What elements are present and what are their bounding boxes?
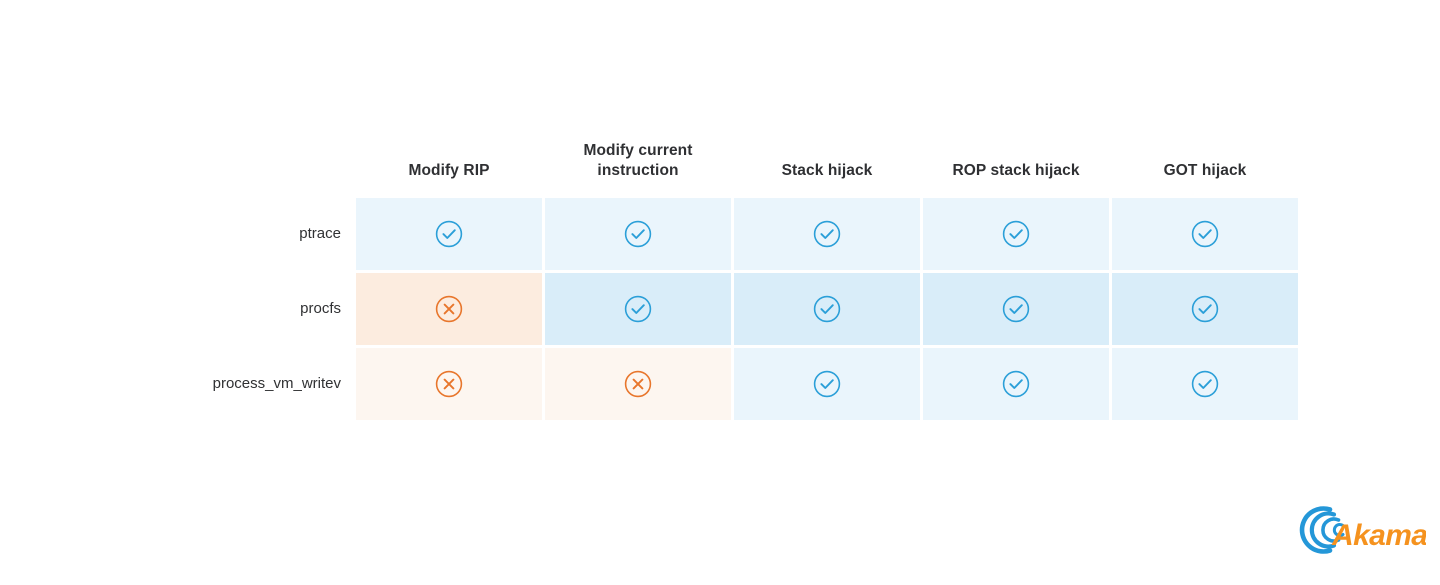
- matrix-cell: [545, 272, 731, 345]
- check-circle-icon: [812, 369, 842, 399]
- column-header-got-hijack: GOT hijack: [1163, 161, 1247, 179]
- matrix-cell: [356, 197, 542, 270]
- capability-matrix-table: Modify RIP Modify current instruction St…: [180, 138, 1301, 423]
- matrix-cell: [356, 347, 542, 420]
- matrix-cell: [734, 347, 920, 420]
- table-row: ptrace: [183, 197, 1298, 270]
- check-circle-icon: [1001, 219, 1031, 249]
- check-circle-icon: [1001, 294, 1031, 324]
- matrix-cell: [923, 347, 1109, 420]
- check-circle-icon: [434, 219, 464, 249]
- matrix-cell: [545, 347, 731, 420]
- row-header-process-vm-writev: process_vm_writev: [212, 375, 341, 393]
- matrix-cell: [545, 197, 731, 270]
- x-circle-icon: [623, 369, 653, 399]
- check-circle-icon: [623, 294, 653, 324]
- table-row: procfs: [183, 272, 1298, 345]
- row-header-procfs: procfs: [300, 300, 341, 318]
- table-corner-cell: [183, 141, 353, 195]
- table-header: Modify RIP Modify current instruction St…: [183, 141, 1298, 195]
- x-circle-icon: [434, 369, 464, 399]
- matrix-cell: [356, 272, 542, 345]
- akamai-swoosh-icon: [1299, 506, 1345, 554]
- column-header-stack-hijack: Stack hijack: [781, 161, 873, 179]
- check-circle-icon: [623, 219, 653, 249]
- matrix-cell: [734, 197, 920, 270]
- row-header-ptrace: ptrace: [299, 225, 341, 243]
- matrix-cell: [1112, 197, 1298, 270]
- check-circle-icon: [1190, 294, 1220, 324]
- header-row: Modify RIP Modify current instruction St…: [183, 141, 1298, 195]
- column-header-rop-stack-hijack: ROP stack hijack: [952, 161, 1080, 179]
- x-circle-icon: [434, 294, 464, 324]
- matrix-cell: [923, 272, 1109, 345]
- column-header-modify-rip: Modify RIP: [408, 161, 490, 179]
- matrix-cell: [1112, 272, 1298, 345]
- matrix-cell: [1112, 347, 1298, 420]
- check-circle-icon: [812, 219, 842, 249]
- table-body: ptrace procfs process_vm_writev: [183, 197, 1298, 420]
- table-row: process_vm_writev: [183, 347, 1298, 420]
- check-circle-icon: [1190, 369, 1220, 399]
- matrix-cell: [734, 272, 920, 345]
- akamai-logo: Akamai: [1294, 502, 1426, 558]
- column-header-modify-current-instruction: Modify current instruction: [583, 142, 693, 179]
- check-circle-icon: [1190, 219, 1220, 249]
- check-circle-icon: [1001, 369, 1031, 399]
- matrix-cell: [923, 197, 1109, 270]
- akamai-logo-svg: Akamai: [1299, 506, 1426, 554]
- check-circle-icon: [812, 294, 842, 324]
- akamai-wordmark: Akamai: [1331, 519, 1426, 552]
